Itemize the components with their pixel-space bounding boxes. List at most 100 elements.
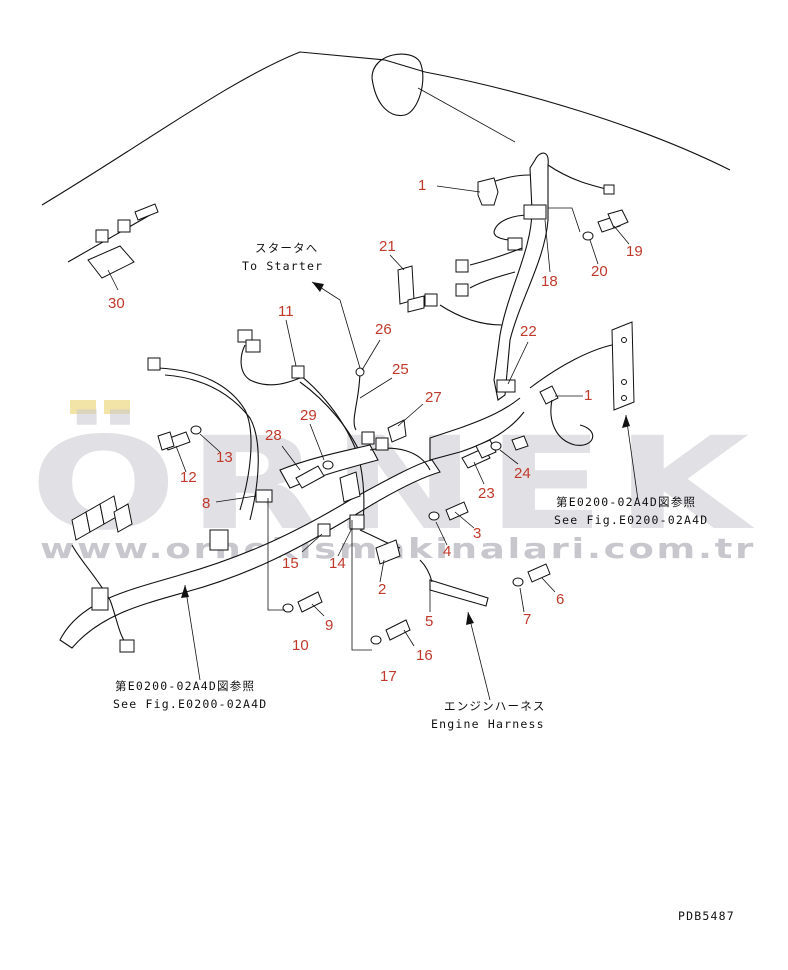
bolt-9 [297,591,323,613]
top-connector [603,184,615,195]
bracket-hole-2 [621,379,627,385]
bracket-wire [529,344,613,389]
clip-8 [255,489,273,503]
bracket-hole-3 [621,395,627,401]
arrow-left-ref-shaft [184,584,201,681]
callout-10: 10 [292,637,309,654]
terminal-cap-1 [477,177,499,206]
callout-8: 8 [202,495,210,512]
note-engine-en: Engine Harness [431,717,545,731]
washer-24 [490,441,502,451]
cab-roof-line [41,51,731,206]
callout-12: 12 [180,469,197,486]
note-ref-left-jp: 第E0200-02A4D図参照 [115,679,255,693]
callout-26: 26 [375,321,392,338]
small-connector-27b [375,437,389,451]
connector-11b [245,339,261,353]
engine-harness-body [429,579,489,607]
watermark-accent-right [104,400,130,414]
callout-14: 14 [329,555,346,572]
branch-wire-a [469,247,523,266]
arrow-engine-shaft [467,611,491,701]
washer-20 [582,231,594,241]
callout-27: 27 [425,389,442,406]
washer-29 [322,460,334,470]
callout-5: 5 [425,613,433,630]
loop-connector [507,237,523,251]
leader-18-bolt [548,207,581,233]
callout-18: 18 [541,273,558,290]
loop-wire [493,214,531,241]
callout-13: 13 [216,449,233,466]
branch-connector-c [424,293,438,307]
small-connector-27a [361,431,375,445]
callout-25: 25 [392,361,409,378]
callout-1-lower: 1 [584,387,592,404]
upper-harness [424,152,615,401]
right-bracket [429,321,639,501]
bolt-12-head [157,431,175,451]
lower-left-connector [119,639,135,653]
cable-to-starter-area [429,397,525,461]
callout-29: 29 [300,407,317,424]
callout-3: 3 [473,525,481,542]
clip-11 [291,365,305,379]
note-ref-left-en: See Fig.E0200-02A4D [113,697,267,711]
clip-middle [209,529,229,551]
washer-7 [512,577,524,587]
body-outline [41,51,731,206]
callout-24: 24 [514,465,531,482]
bolt-group-23 [461,435,529,469]
clip-18 [523,204,547,220]
callout-4: 4 [443,543,451,560]
clip-2 [375,539,401,565]
connector-wire-11 [240,344,301,386]
bracket-hole-1 [621,337,627,343]
ground-cable-loop [550,399,594,446]
mirror-stay [417,87,516,143]
part-30-detail [67,203,159,279]
engine-harness [419,559,491,701]
note-starter-jp: スタータへ [255,241,319,255]
arrow-engine-head [466,612,474,625]
callout-9: 9 [325,617,333,634]
callout-2: 2 [378,581,386,598]
part-30-end [134,203,159,221]
arrow-right-ref-shaft [625,414,639,501]
clip-15 [317,523,331,537]
bolt-19-head [607,209,629,229]
multi-plug-4 [113,503,133,533]
part-30-connector-a [95,229,109,243]
leader-8-10 [267,498,285,611]
part-30-cable [67,214,151,263]
callout-20: 20 [591,263,608,280]
callout-22: 22 [520,323,537,340]
note-engine-jp: エンジンハーネス [444,699,546,713]
callout-6: 6 [556,591,564,608]
loop-wire-right [164,374,259,521]
drawing-code: PDB5487 [678,909,735,923]
clip-21-tab [407,295,425,313]
note-starter-en: To Starter [242,259,323,273]
clip-21 [397,265,415,305]
loop-wire-left [157,367,252,511]
upper-left-connector [147,357,161,371]
arrow-starter-shaft [311,281,361,369]
mirror-outline [371,53,424,117]
ground-terminal [539,385,559,405]
callout-21: 21 [379,238,396,255]
washer-10 [282,603,294,613]
clip-left [91,587,109,611]
upper-left-harness [147,329,365,531]
callout-1-upper: 1 [418,177,426,194]
notes: スタータへ To Starter 第E0200-02A4D図参照 See Fig… [113,241,735,923]
bolt-28 [295,465,325,489]
part-30-connector-b [117,219,131,233]
bolt-3 [445,501,469,521]
bolt-group-19 [548,207,629,241]
callout-17: 17 [380,668,397,685]
clamp-22 [496,379,516,393]
note-ref-right-en: See Fig.E0200-02A4D [554,513,708,527]
washer-17 [370,635,382,645]
